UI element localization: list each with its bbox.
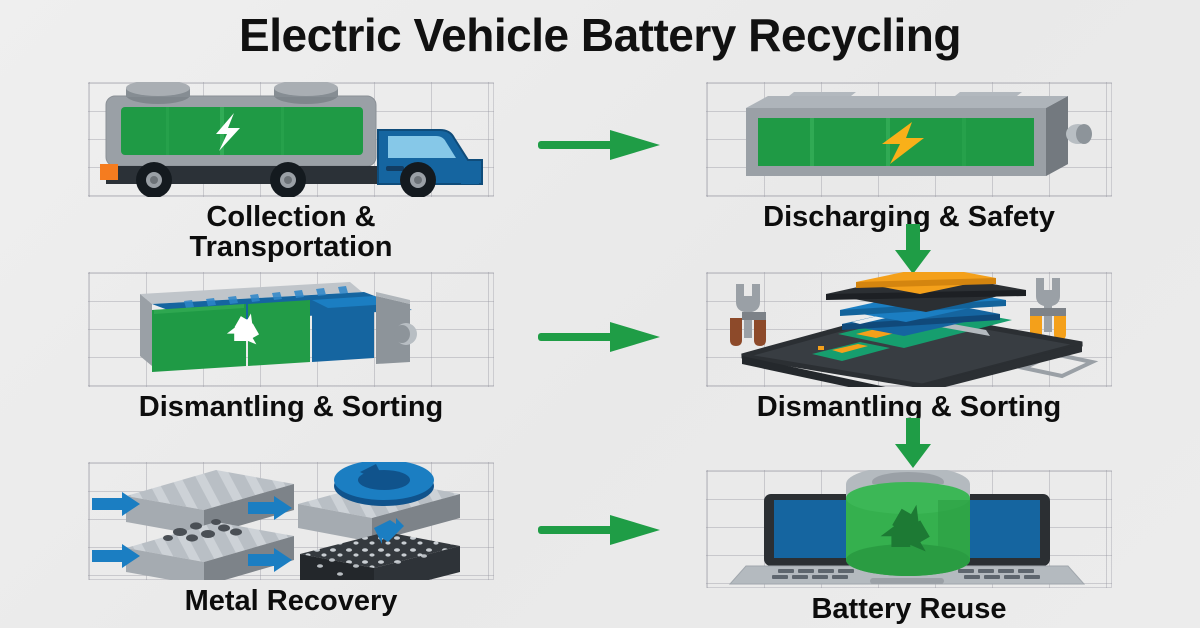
step-caption-dismantling-right: Dismantling & Sorting [756,391,1062,423]
step-caption-dismantling-left: Dismantling & Sorting [138,391,444,423]
exploded-battery-tools-icon [730,272,1099,387]
battery-truck-icon [100,82,483,197]
laptop-battery-icon [728,470,1086,585]
recycle-disc-icon [334,462,434,506]
arrow-down-icon-1 [895,224,931,274]
arrow-right-icon-3 [538,515,660,545]
battery-pack-icon [746,92,1092,176]
step-caption-battery-reuse: Battery Reuse [811,593,1007,625]
step-panel-dismantling-left[interactable]: Dismantling & Sorting [88,272,494,442]
arrow-down-icon-2 [895,418,931,468]
step-caption-discharging: Discharging & Safety [763,201,1055,233]
arrow-right-icon-1 [538,130,660,160]
metal-blocks-icon [92,462,460,580]
page-title: Electric Vehicle Battery Recycling [239,9,961,61]
step-panel-collection[interactable]: Collection & Transportation [88,82,494,262]
battery-module-recycle-icon [140,282,417,372]
step-caption-metal-recovery: Metal Recovery [184,585,398,617]
step-panel-dismantling-right[interactable]: Dismantling & Sorting [706,272,1112,442]
wrench-icon-right [1030,278,1066,340]
step-panel-battery-reuse[interactable]: Battery Reuse [706,470,1112,628]
process-arrow-icon [92,492,404,572]
step-panel-discharging[interactable]: Discharging & Safety [706,82,1112,252]
step-caption-collection: Collection & Transportation [189,201,393,264]
step-panel-metal-recovery[interactable]: Metal Recovery [88,462,494,628]
arrow-right-icon-2 [538,322,660,352]
wrench-icon-left [730,284,766,346]
